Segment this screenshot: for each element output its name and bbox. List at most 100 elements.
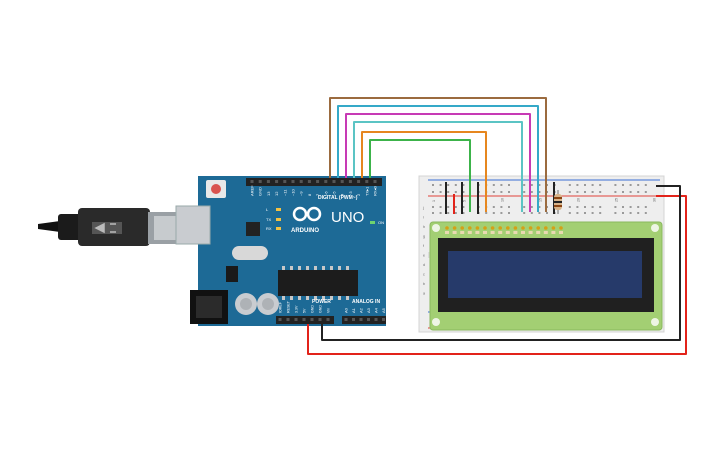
breadboard-hole[interactable] [546, 212, 548, 214]
breadboard-hole[interactable] [622, 184, 624, 186]
breadboard-hole[interactable] [591, 206, 594, 208]
breadboard-hole[interactable] [492, 191, 495, 193]
analog-pin-hole[interactable] [374, 318, 378, 321]
breadboard-hole[interactable] [614, 191, 617, 193]
breadboard-hole[interactable] [508, 184, 510, 186]
breadboard-hole[interactable] [439, 191, 442, 193]
breadboard-hole[interactable] [629, 206, 632, 208]
breadboard-hole[interactable] [644, 206, 647, 208]
breadboard-hole[interactable] [637, 206, 640, 208]
breadboard-hole[interactable] [500, 191, 503, 193]
breadboard-hole[interactable] [591, 212, 594, 214]
breadboard-hole[interactable] [584, 212, 586, 214]
power-pin-hole[interactable] [286, 318, 290, 321]
breadboard-hole[interactable] [432, 184, 434, 186]
breadboard-hole[interactable] [622, 206, 624, 208]
digital-pin-hole[interactable] [307, 180, 311, 183]
analog-pin-hole[interactable] [359, 318, 363, 321]
breadboard-hole[interactable] [530, 184, 533, 186]
digital-pin-hole[interactable] [250, 180, 254, 183]
breadboard-hole[interactable] [584, 191, 586, 193]
lcd-16x2[interactable] [429, 221, 663, 331]
breadboard-hole[interactable] [523, 184, 526, 186]
breadboard-hole[interactable] [568, 206, 571, 208]
digital-pin-hole[interactable] [316, 180, 320, 183]
breadboard-hole[interactable] [530, 206, 533, 208]
breadboard-hole[interactable] [568, 191, 571, 193]
breadboard-hole[interactable] [439, 206, 442, 208]
breadboard-hole[interactable] [530, 212, 533, 214]
breadboard-hole[interactable] [568, 212, 571, 214]
breadboard-hole[interactable] [538, 206, 541, 208]
breadboard-hole[interactable] [599, 191, 602, 193]
breadboard-hole[interactable] [454, 184, 457, 186]
power-pin-hole[interactable] [310, 318, 314, 321]
breadboard-hole[interactable] [500, 212, 503, 214]
breadboard-hole[interactable] [599, 206, 602, 208]
breadboard-hole[interactable] [538, 184, 541, 186]
breadboard-hole[interactable] [500, 184, 503, 186]
breadboard-hole[interactable] [538, 212, 541, 214]
digital-pin-hole[interactable] [357, 180, 361, 183]
digital-pin-hole[interactable] [348, 180, 352, 183]
digital-pin-hole[interactable] [275, 180, 279, 183]
breadboard-hole[interactable] [454, 212, 457, 214]
analog-pin-hole[interactable] [352, 318, 355, 321]
analog-pin-hole[interactable] [344, 318, 348, 321]
breadboard-hole[interactable] [439, 212, 442, 214]
analog-pin-hole[interactable] [382, 318, 385, 321]
breadboard-hole[interactable] [576, 184, 579, 186]
breadboard-hole[interactable] [447, 184, 450, 186]
breadboard-hole[interactable] [538, 191, 541, 193]
breadboard-hole[interactable] [508, 191, 510, 193]
breadboard-hole[interactable] [492, 206, 495, 208]
breadboard-hole[interactable] [584, 184, 586, 186]
breadboard-hole[interactable] [644, 212, 647, 214]
arduino-uno-board[interactable]: ARDUINO UNO DIGITAL (PWM~) POWER ANALOG … [175, 176, 386, 326]
breadboard-hole[interactable] [599, 184, 602, 186]
breadboard-hole[interactable] [523, 212, 526, 214]
breadboard-hole[interactable] [637, 184, 640, 186]
breadboard-hole[interactable] [462, 184, 465, 186]
breadboard-hole[interactable] [637, 191, 640, 193]
breadboard-hole[interactable] [584, 206, 586, 208]
breadboard-hole[interactable] [432, 191, 434, 193]
breadboard-hole[interactable] [508, 212, 510, 214]
digital-pin-hole[interactable] [340, 180, 344, 183]
digital-pin-hole[interactable] [299, 180, 303, 183]
breadboard-hole[interactable] [447, 212, 450, 214]
breadboard-hole[interactable] [629, 184, 632, 186]
digital-pin-hole[interactable] [324, 180, 328, 183]
breadboard-hole[interactable] [485, 212, 488, 214]
power-pin-hole[interactable] [278, 318, 282, 321]
power-pin-hole[interactable] [326, 318, 330, 321]
digital-pin-hole[interactable] [266, 180, 270, 183]
digital-pin-hole[interactable] [283, 180, 287, 183]
breadboard-hole[interactable] [644, 191, 647, 193]
breadboard-hole[interactable] [614, 184, 617, 186]
breadboard-hole[interactable] [637, 212, 640, 214]
breadboard-hole[interactable] [568, 184, 571, 186]
breadboard-hole[interactable] [576, 191, 579, 193]
breadboard-hole[interactable] [492, 212, 495, 214]
breadboard-hole[interactable] [462, 212, 465, 214]
power-pin-hole[interactable] [294, 318, 298, 321]
breadboard-hole[interactable] [622, 191, 624, 193]
breadboard-hole[interactable] [492, 184, 495, 186]
breadboard-hole[interactable] [591, 191, 594, 193]
breadboard-hole[interactable] [454, 191, 457, 193]
breadboard-hole[interactable] [462, 191, 465, 193]
digital-pin-hole[interactable] [365, 180, 369, 183]
breadboard-hole[interactable] [599, 212, 602, 214]
digital-pin-hole[interactable] [332, 180, 336, 183]
analog-pin-hole[interactable] [367, 318, 370, 321]
breadboard-hole[interactable] [432, 212, 434, 214]
breadboard-hole[interactable] [432, 206, 434, 208]
breadboard-hole[interactable] [508, 206, 510, 208]
reset-button-cap[interactable] [211, 184, 221, 194]
digital-pin-hole[interactable] [291, 180, 295, 183]
breadboard-hole[interactable] [530, 191, 533, 193]
breadboard-hole[interactable] [500, 206, 503, 208]
power-pin-hole[interactable] [302, 318, 306, 321]
breadboard-hole[interactable] [644, 184, 647, 186]
